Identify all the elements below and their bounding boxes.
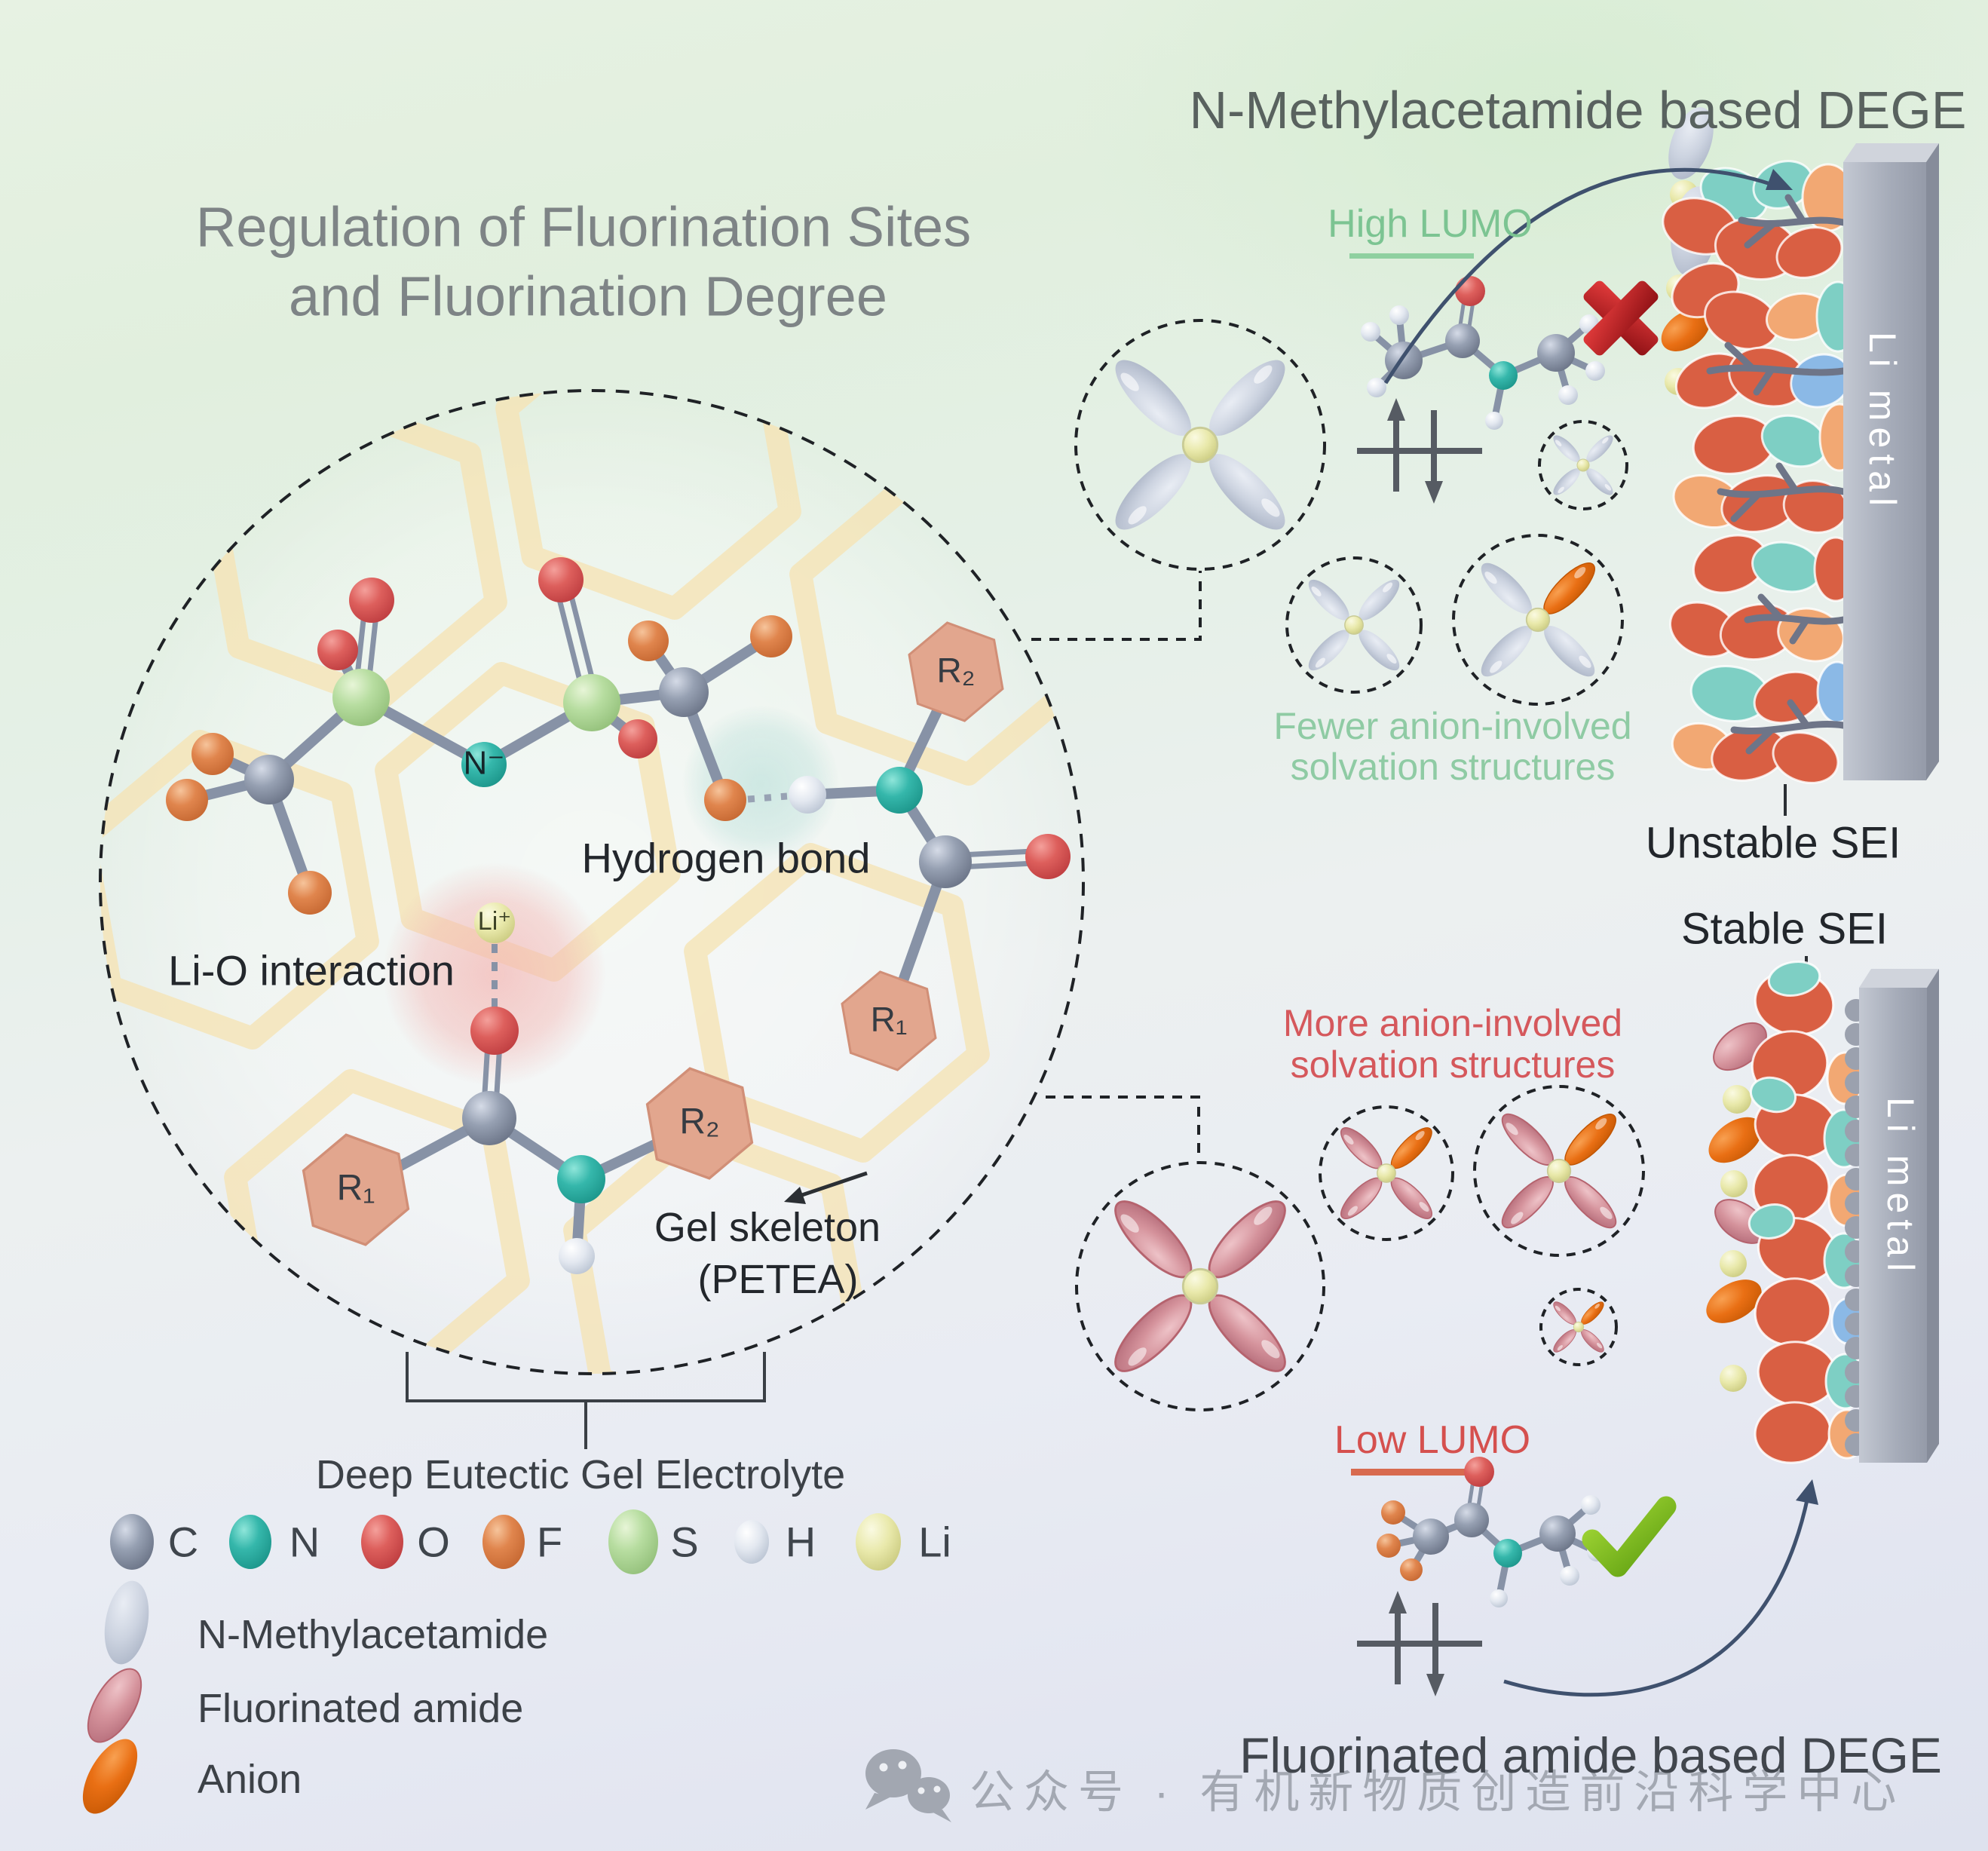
bottom-solvation-connector — [1046, 1096, 1200, 1161]
species-legend-famide: Fluorinated amide — [198, 1686, 524, 1731]
species-legend-anion: Anion — [198, 1757, 302, 1802]
atom-legend-li: Li — [918, 1518, 951, 1566]
accept-check-icon — [1582, 1496, 1677, 1577]
more-caption-line1: More anion-involved — [1282, 1002, 1623, 1044]
r2-label-b: R₂ — [679, 1102, 720, 1142]
bottom-right-heading: Fluorinated amide based DEGE — [1239, 1727, 1942, 1783]
species-legend-shapes — [82, 1580, 149, 1814]
reject-x-icon — [1583, 280, 1659, 356]
more-caption-line2: solvation structures — [1290, 1043, 1616, 1086]
gel-skeleton-line1: Gel skeleton — [654, 1205, 881, 1250]
atom-legend-n: N — [289, 1518, 320, 1566]
n-anion-label: N⁻ — [463, 744, 505, 782]
hydrogen-bond-highlight — [682, 706, 839, 863]
top-curved-arrow — [1383, 167, 1793, 385]
title-line1: Regulation of Fluorination Sites — [195, 195, 972, 259]
fewer-caption-line1: Fewer anion-involved — [1273, 705, 1632, 747]
unstable-sei — [1662, 160, 1861, 784]
atom-legend-balls — [110, 1509, 901, 1574]
bottom-solvation-structures — [1075, 1085, 1645, 1411]
fewer-caption-line2: solvation structures — [1290, 746, 1616, 788]
top-solvation-structures — [1074, 319, 1628, 706]
hydrogen-bond-label: Hydrogen bond — [581, 834, 871, 882]
stable-sei-label: Stable SEI — [1680, 904, 1888, 954]
atom-legend-f: F — [536, 1518, 563, 1566]
unstable-sei-label: Unstable SEI — [1645, 818, 1901, 868]
atom-legend-c: C — [167, 1518, 199, 1566]
li-ion-label: Li⁺ — [477, 907, 512, 936]
molecule-atoms — [166, 557, 1071, 1274]
li-metal-label-top: Li metal — [1861, 332, 1904, 513]
top-energy-diagram — [1357, 398, 1482, 504]
low-lumo-underline — [1351, 1469, 1473, 1476]
low-lumo-label: Low LUMO — [1334, 1418, 1531, 1462]
li-dendrites — [1706, 194, 1847, 755]
atom-legend-h: H — [785, 1518, 816, 1566]
title-line2: and Fluorination Degree — [289, 265, 887, 328]
bottom-curved-arrow — [1503, 1479, 1818, 1697]
high-lumo-underline — [1349, 253, 1474, 259]
species-legend-nma: N-Methylacetamide — [198, 1612, 549, 1657]
li-metal-bar-bottom — [1845, 969, 1939, 1463]
electrolyte-bracket — [406, 1352, 766, 1449]
gel-skeleton-line2: (PETEA) — [697, 1257, 859, 1302]
gel-skeleton-arrow — [784, 1171, 868, 1204]
atom-legend-s: S — [670, 1518, 699, 1566]
li-o-highlight — [383, 863, 606, 1086]
high-lumo-label: High LUMO — [1328, 202, 1533, 246]
electrolyte-label: Deep Eutectic Gel Electrolyte — [315, 1452, 846, 1497]
fluorinated-amide-molecule — [1377, 1457, 1607, 1607]
gel-circle-border — [99, 389, 1085, 1375]
li-metal-label-bottom: Li metal — [1879, 1097, 1922, 1278]
atom-legend-o: O — [417, 1518, 450, 1566]
top-right-heading: N-Methylacetamide based DEGE — [1189, 81, 1967, 139]
r1-label-b: R₁ — [336, 1168, 375, 1209]
r1-label-a: R₁ — [870, 1000, 908, 1039]
li-o-interaction-label: Li-O interaction — [168, 946, 455, 994]
bottom-floating-species — [1706, 1022, 1767, 1392]
li-metal-bar-top — [1843, 143, 1939, 780]
top-solvation-connector — [1031, 571, 1202, 641]
bottom-energy-diagram — [1357, 1591, 1482, 1696]
wechat-icon — [865, 1749, 951, 1822]
r2-label-a: R₂ — [936, 651, 976, 690]
watermark-text: 公众号 · 有机新物质创造前沿科学中心 — [969, 1767, 1906, 1818]
